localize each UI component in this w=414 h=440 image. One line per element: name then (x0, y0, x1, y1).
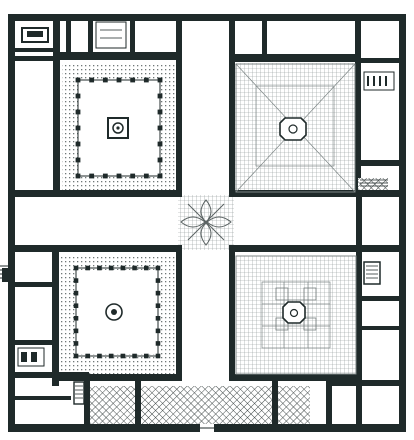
west-entrance-steps (0, 265, 9, 279)
fountain-ne (279, 117, 307, 141)
room-detail-top (95, 21, 127, 49)
south-doorway-marks (200, 424, 214, 432)
fountain-sw (105, 303, 123, 321)
basin-nw-room (21, 27, 49, 43)
interior-walls (8, 14, 406, 430)
fixtures-east (363, 71, 395, 91)
stair-se (363, 261, 381, 285)
courtyard-se-pattern (235, 255, 357, 375)
stair-sw (73, 381, 85, 405)
arcade-outline (75, 267, 159, 357)
fountain-nw (107, 117, 129, 139)
central-rosette (180, 199, 232, 246)
stair-ne (358, 178, 388, 190)
fountain-se (282, 301, 306, 324)
fixtures-west (17, 347, 45, 367)
arcade-outline (77, 79, 161, 177)
colonnades (73, 77, 163, 359)
